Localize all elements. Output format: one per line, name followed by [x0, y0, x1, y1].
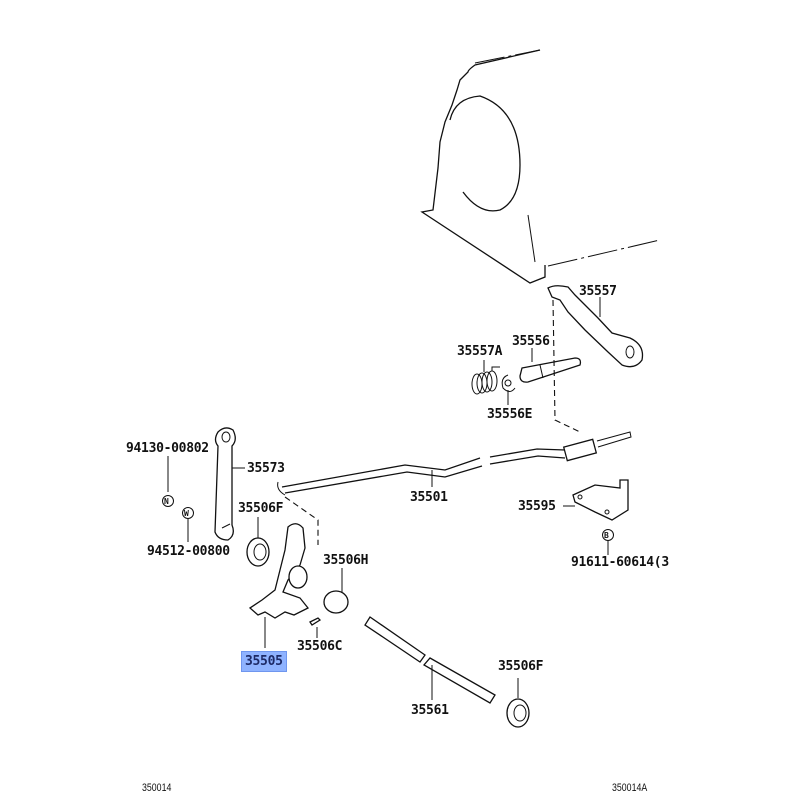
part-35556E-clip — [502, 375, 515, 392]
label-35561[interactable]: 35561 — [411, 703, 449, 718]
label-35556[interactable]: 35556 — [512, 334, 550, 349]
part-35506C-pin — [310, 618, 320, 625]
label-94512-00800[interactable]: 94512-00800 — [147, 544, 230, 559]
washer-symbol-letter: W — [184, 509, 189, 518]
diagram-code-right: 350014A — [612, 782, 648, 794]
bolt-symbol-letter: B — [604, 531, 609, 540]
part-35506F-seal-top — [247, 538, 269, 566]
part-35561-shaft — [365, 617, 495, 703]
part-35501-rod — [278, 432, 631, 495]
label-35506H[interactable]: 35506H — [323, 553, 369, 568]
label-35595[interactable]: 35595 — [518, 499, 556, 514]
washer-symbol-icon — [183, 508, 194, 519]
alignment-lines — [285, 300, 580, 545]
part-35506F-seal-bottom — [507, 699, 529, 727]
label-94130-00802[interactable]: 94130-00802 — [126, 441, 209, 456]
label-35506F-bottom[interactable]: 35506F — [498, 659, 544, 674]
transmission-housing — [422, 50, 660, 283]
diagram-code-left: 350014 — [142, 782, 172, 794]
nut-symbol-icon — [163, 496, 174, 507]
label-35505-highlighted[interactable]: 35505 — [241, 651, 287, 672]
part-35573-link — [215, 428, 235, 540]
part-35595-bracket — [573, 480, 628, 520]
leader-lines — [168, 297, 608, 700]
part-35556-pin — [520, 358, 580, 382]
part-35557A-spring — [472, 367, 500, 394]
label-35506C[interactable]: 35506C — [297, 639, 343, 654]
bolt-symbol-icon — [603, 530, 614, 541]
label-35501[interactable]: 35501 — [410, 490, 448, 505]
label-35556E[interactable]: 35556E — [487, 407, 533, 422]
part-35557-lever — [548, 286, 643, 367]
label-35557A[interactable]: 35557A — [457, 344, 503, 359]
label-35573[interactable]: 35573 — [247, 461, 285, 476]
nut-symbol-letter: N — [164, 497, 169, 506]
part-35505-lever — [250, 524, 348, 618]
label-35557[interactable]: 35557 — [579, 284, 617, 299]
label-91611-60614[interactable]: 91611-60614(3 — [571, 555, 669, 570]
label-35506F-top[interactable]: 35506F — [238, 501, 284, 516]
